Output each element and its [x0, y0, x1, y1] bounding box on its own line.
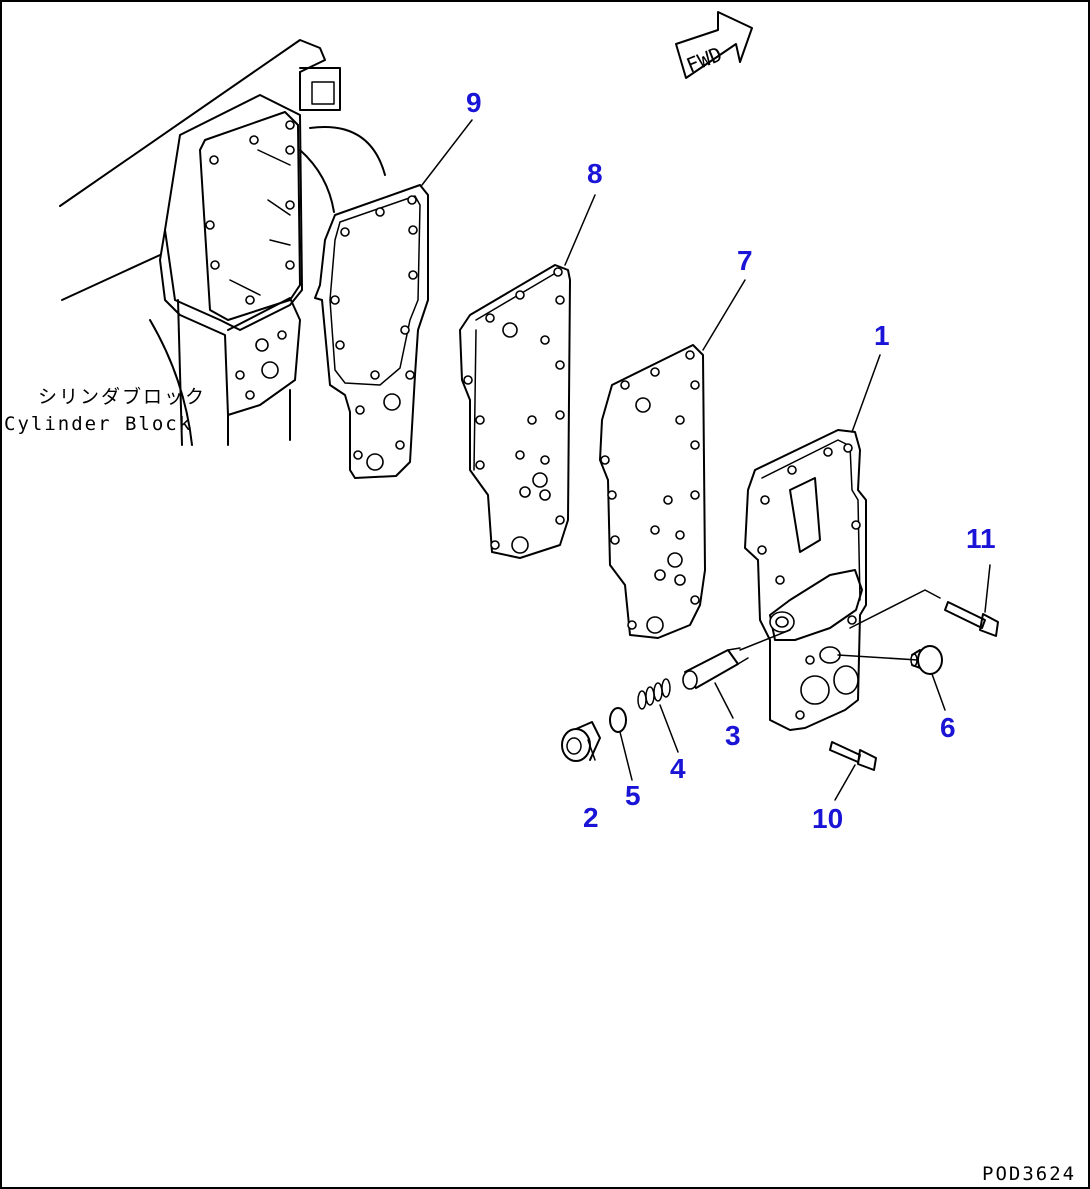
leader-2 [587, 739, 596, 761]
leader-7 [702, 279, 746, 351]
part-label-1: 1 [874, 320, 890, 351]
leader-6 [931, 673, 946, 711]
part-label-7: 7 [737, 245, 753, 276]
fwd-arrow: FWD [675, 11, 753, 79]
leader-11 [984, 564, 991, 613]
part-1-cover [744, 429, 867, 731]
part-3-valve [682, 647, 749, 690]
fwd-label: FWD [683, 42, 725, 78]
leader-3 [714, 682, 734, 719]
leader-1 [851, 354, 881, 433]
cylinder-block-label-jp: シリンダブロック [38, 385, 206, 408]
part-label-10: 10 [812, 803, 843, 834]
part-label-9: 9 [466, 87, 482, 118]
part-8-plate [459, 264, 571, 559]
part-label-8: 8 [587, 158, 603, 189]
part-10-bolt [829, 741, 877, 771]
cylinder-block [59, 39, 386, 446]
part-label-4: 4 [670, 753, 686, 784]
part-2-plug [561, 721, 601, 762]
assembly-lines [739, 589, 941, 661]
leader-lines [421, 119, 991, 801]
leader-9 [421, 119, 473, 186]
part-4-spring [637, 678, 671, 710]
part-label-11: 11 [966, 523, 996, 554]
part-5-o-ring [609, 707, 627, 733]
part-label-2: 2 [583, 802, 599, 833]
part-label-3: 3 [725, 720, 741, 751]
leader-5 [619, 731, 633, 781]
leader-10 [834, 764, 856, 801]
part-label-5: 5 [625, 780, 641, 811]
part-9-gasket [314, 184, 429, 479]
leader-4 [659, 704, 679, 753]
part-11-bolt [944, 601, 999, 637]
part-label-6: 6 [940, 712, 956, 743]
part-7-gasket [599, 344, 706, 639]
leader-8 [564, 194, 596, 266]
drawing-code: POD3624 [982, 1163, 1076, 1185]
cylinder-block-label-en: Cylinder Block [4, 413, 192, 435]
